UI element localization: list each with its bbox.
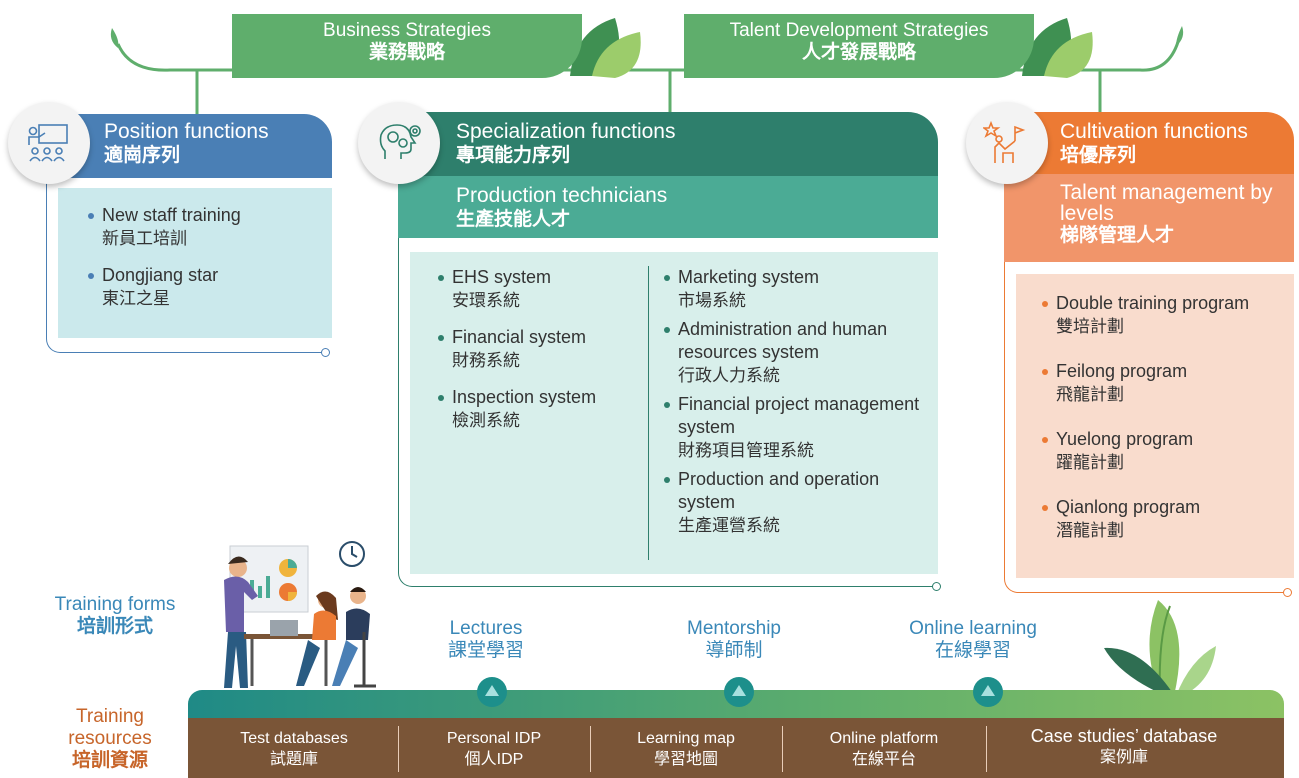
resource-separator	[590, 726, 591, 772]
position-icon-circle	[8, 102, 90, 184]
business-strategies-banner: Business Strategies 業務戰略	[232, 14, 582, 78]
summit-flag-icon	[983, 120, 1026, 163]
cultivation-header: Cultivation functions 培優序列	[1004, 112, 1294, 174]
cultivation-sub-en: Talent management by levels	[1060, 181, 1273, 225]
talent-strategies-zh: 人才發展戰略	[801, 42, 916, 63]
head-gears-icon	[379, 124, 421, 159]
plant-illustration	[1104, 600, 1216, 696]
specialization-icon-circle	[358, 102, 440, 184]
specialization-sub-zh: 生產技能人才	[456, 209, 571, 230]
specialization-title-en: Specialization functions	[456, 120, 676, 143]
cultivation-icon-circle	[966, 102, 1048, 184]
business-strategies-en: Business Strategies	[323, 20, 491, 41]
position-panel-dot	[321, 348, 330, 357]
talent-strategies-banner: Talent Development Strategies 人才發展戰略	[684, 14, 1034, 78]
office-illustration	[224, 541, 376, 688]
training-forms-label: Training forms 培訓形式	[54, 594, 176, 637]
branch-line	[110, 18, 1184, 120]
column-divider	[648, 266, 649, 560]
position-panel-outline	[46, 150, 325, 353]
list-item: Administration and human resources syste…	[662, 318, 924, 387]
lectures-arrow-icon	[477, 677, 507, 707]
resource-separator	[782, 726, 783, 772]
cultivation-title-en: Cultivation functions	[1060, 120, 1248, 143]
resource-separator	[986, 726, 987, 772]
talent-strategies-en: Talent Development Strategies	[729, 20, 989, 41]
resources-bar	[188, 718, 1284, 778]
position-title-en: Position functions	[104, 120, 269, 143]
specialization-title-zh: 專項能力序列	[456, 145, 571, 166]
cultivation-subheader: Talent management by levels 梯隊管理人才	[1004, 174, 1294, 262]
business-strategies-zh: 業務戰略	[368, 42, 445, 63]
resource-separator	[398, 726, 399, 772]
mentorship-arrow-icon	[724, 677, 754, 707]
specialization-header: Specialization functions 專項能力序列	[398, 112, 938, 176]
cultivation-sub-zh: 梯隊管理人才	[1060, 225, 1175, 246]
cultivation-panel-dot	[1283, 588, 1292, 597]
cultivation-panel-outline	[1004, 200, 1287, 593]
online-learning-arrow-icon	[973, 677, 1003, 707]
position-header: Position functions 適崗序列	[46, 114, 332, 178]
cultivation-title-zh: 培優序列	[1060, 145, 1137, 166]
presentation-icon	[28, 124, 68, 162]
specialization-subheader: Production technicians 生產技能人才	[398, 176, 938, 238]
specialization-sub-en: Production technicians	[456, 184, 668, 207]
training-resources-label: Training resources 培訓資源	[68, 706, 152, 771]
position-title-zh: 適崗序列	[104, 145, 181, 166]
specialization-panel-outline	[398, 180, 937, 587]
specialization-panel-dot	[932, 582, 941, 591]
